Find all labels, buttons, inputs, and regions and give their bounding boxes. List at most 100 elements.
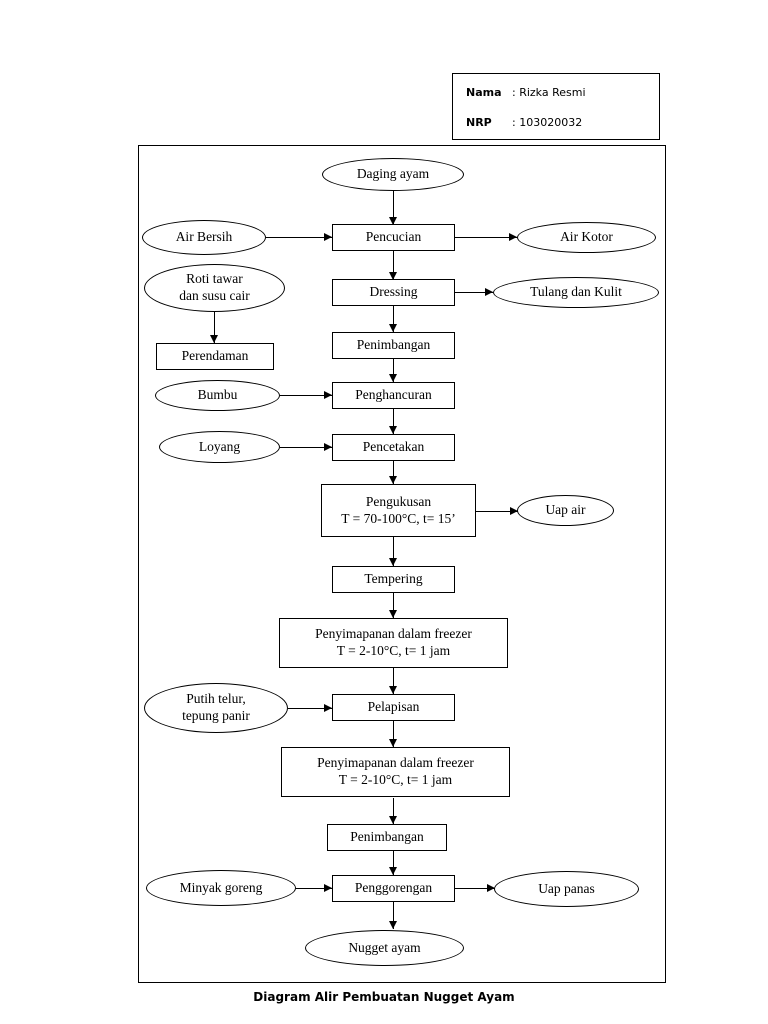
connector-pencucian-dressing [393, 250, 394, 280]
connector-tempering-freezer-1 [393, 592, 394, 618]
node-daging-ayam[interactable]: Daging ayam [322, 158, 464, 191]
node-label: Penggorengan [354, 880, 433, 896]
node-label: Air Bersih [175, 229, 233, 245]
node-label: Bumbu [197, 387, 238, 403]
node-label: Perendaman [181, 348, 249, 364]
node-penimbangan-2[interactable]: Penimbangan [327, 824, 447, 851]
node-label: Nugget ayam [348, 939, 421, 955]
node-loyang[interactable]: Loyang [159, 431, 280, 463]
connector-air-bersih-pencucian [266, 237, 332, 238]
connector-bumbu-penghancuran [280, 395, 332, 396]
connector-penimbangan-penggorengan [393, 851, 394, 875]
node-nugget-ayam[interactable]: Nugget ayam [305, 930, 464, 966]
nrp-row: NRP : 103020032 [466, 116, 582, 129]
arrowhead-loyang-pencetakan [324, 442, 332, 451]
connector-penghancuran-pencetakan [393, 408, 394, 434]
node-label: Penimbangan [350, 829, 424, 845]
node-label: Uap air [545, 502, 586, 518]
node-label: Tulang dan Kulit [530, 284, 622, 300]
connector-pengukusan-uap-air [476, 511, 518, 512]
connector-dressing-tulang-kulit [455, 292, 493, 293]
connector-pencucian-air-kotor [455, 237, 517, 238]
node-label: Penyimapanan dalam freezer T = 2-10°C, t… [315, 626, 472, 658]
nrp-label: NRP [466, 116, 492, 129]
name-label: Nama [466, 86, 502, 99]
connector-roti-tawar-perendaman [214, 311, 215, 343]
node-label: Dressing [369, 284, 418, 300]
arrowhead-pengukusan-uap-air [510, 506, 518, 515]
node-uap-air[interactable]: Uap air [517, 495, 614, 526]
connector-penggorengan-nugget-ayam [393, 901, 394, 929]
arrowhead-minyak-goreng-penggorengan [324, 883, 332, 892]
node-putih-telur-tepung-panir[interactable]: Putih telur, tepung panir [144, 683, 288, 733]
connector-freezer-1-pelapisan [393, 668, 394, 694]
arrowhead-penggorengan-nugget-ayam [388, 921, 397, 929]
node-minyak-goreng[interactable]: Minyak goreng [146, 870, 296, 906]
node-pencucian[interactable]: Pencucian [332, 224, 455, 251]
name-value: : Rizka Resmi [512, 86, 586, 99]
arrowhead-roti-tawar-perendaman [209, 335, 218, 343]
node-label: Air Kotor [560, 229, 613, 245]
node-label: Daging ayam [356, 166, 430, 182]
arrowhead-dressing-penimbangan [388, 324, 397, 332]
arrowhead-dressing-tulang-kulit [485, 287, 493, 296]
node-label: Pencetakan [362, 439, 425, 455]
diagram-caption: Diagram Alir Pembuatan Nugget Ayam [253, 990, 515, 1004]
connector-pencetakan-pengukusan [393, 460, 394, 484]
node-label: Penyimapanan dalam freezer T = 2-10°C, t… [317, 755, 474, 787]
arrowhead-daging-ayam-pencucian [388, 217, 397, 225]
node-label: Penimbangan [356, 337, 431, 353]
node-tempering[interactable]: Tempering [332, 566, 455, 593]
connector-daging-ayam-pencucian [393, 190, 394, 225]
connector-dressing-penimbangan [393, 305, 394, 332]
node-label: Minyak goreng [179, 879, 263, 895]
node-penggorengan[interactable]: Penggorengan [332, 875, 455, 902]
node-pencetakan[interactable]: Pencetakan [332, 434, 455, 461]
arrowhead-pelapisan-freezer-2 [388, 739, 397, 747]
arrowhead-penghancuran-pencetakan [388, 426, 397, 434]
node-air-kotor[interactable]: Air Kotor [517, 222, 656, 253]
node-label: Loyang [198, 438, 241, 454]
name-row: Nama : Rizka Resmi [466, 86, 586, 99]
arrowhead-freezer-1-pelapisan [388, 686, 397, 694]
arrowhead-bumbu-penghancuran [324, 390, 332, 399]
node-freezer-storage-1[interactable]: Penyimapanan dalam freezer T = 2-10°C, t… [279, 618, 508, 668]
node-label: Pengukusan T = 70-100°C, t= 15’ [341, 493, 456, 526]
node-bumbu[interactable]: Bumbu [155, 380, 280, 411]
connector-putih-telur-pelapisan [288, 708, 332, 709]
arrowhead-pencucian-dressing [388, 272, 397, 280]
diagram-frame [138, 145, 666, 983]
node-label: Pelapisan [367, 699, 420, 715]
connector-penggorengan-uap-panas [455, 888, 495, 889]
arrowhead-penggorengan-uap-panas [487, 883, 495, 892]
node-roti-tawar-dan-susu-cair[interactable]: Roti tawar dan susu cair [144, 264, 285, 312]
arrowhead-freezer-2-penimbangan [388, 816, 397, 824]
node-pengukusan[interactable]: Pengukusan T = 70-100°C, t= 15’ [321, 484, 476, 537]
connector-pelapisan-freezer-2 [393, 721, 394, 747]
node-uap-panas[interactable]: Uap panas [494, 871, 639, 907]
connector-loyang-pencetakan [280, 447, 332, 448]
arrowhead-penimbangan-penggorengan [388, 867, 397, 875]
arrowhead-tempering-freezer-1 [388, 610, 397, 618]
node-penimbangan-1[interactable]: Penimbangan [332, 332, 455, 359]
node-freezer-storage-2[interactable]: Penyimapanan dalam freezer T = 2-10°C, t… [281, 747, 510, 797]
node-pelapisan[interactable]: Pelapisan [332, 694, 455, 721]
connector-penimbangan-penghancuran [393, 358, 394, 382]
connector-minyak-goreng-penggorengan [296, 888, 332, 889]
arrowhead-penimbangan-penghancuran [388, 374, 397, 382]
node-label: Tempering [364, 571, 423, 587]
node-perendaman[interactable]: Perendaman [156, 343, 274, 370]
nrp-value: : 103020032 [512, 116, 583, 129]
arrowhead-pencetakan-pengukusan [388, 476, 397, 484]
node-tulang-dan-kulit[interactable]: Tulang dan Kulit [493, 277, 659, 308]
node-penghancuran[interactable]: Penghancuran [332, 382, 455, 409]
node-dressing[interactable]: Dressing [332, 279, 455, 306]
node-label: Putih telur, tepung panir [182, 691, 250, 723]
connector-freezer-2-penimbangan [393, 798, 394, 824]
identification-box: Nama : Rizka Resmi NRP : 103020032 [452, 73, 660, 140]
arrowhead-air-bersih-pencucian [324, 232, 332, 241]
node-air-bersih[interactable]: Air Bersih [142, 220, 266, 255]
node-label: Penghancuran [355, 387, 432, 403]
arrowhead-pencucian-air-kotor [509, 232, 517, 241]
